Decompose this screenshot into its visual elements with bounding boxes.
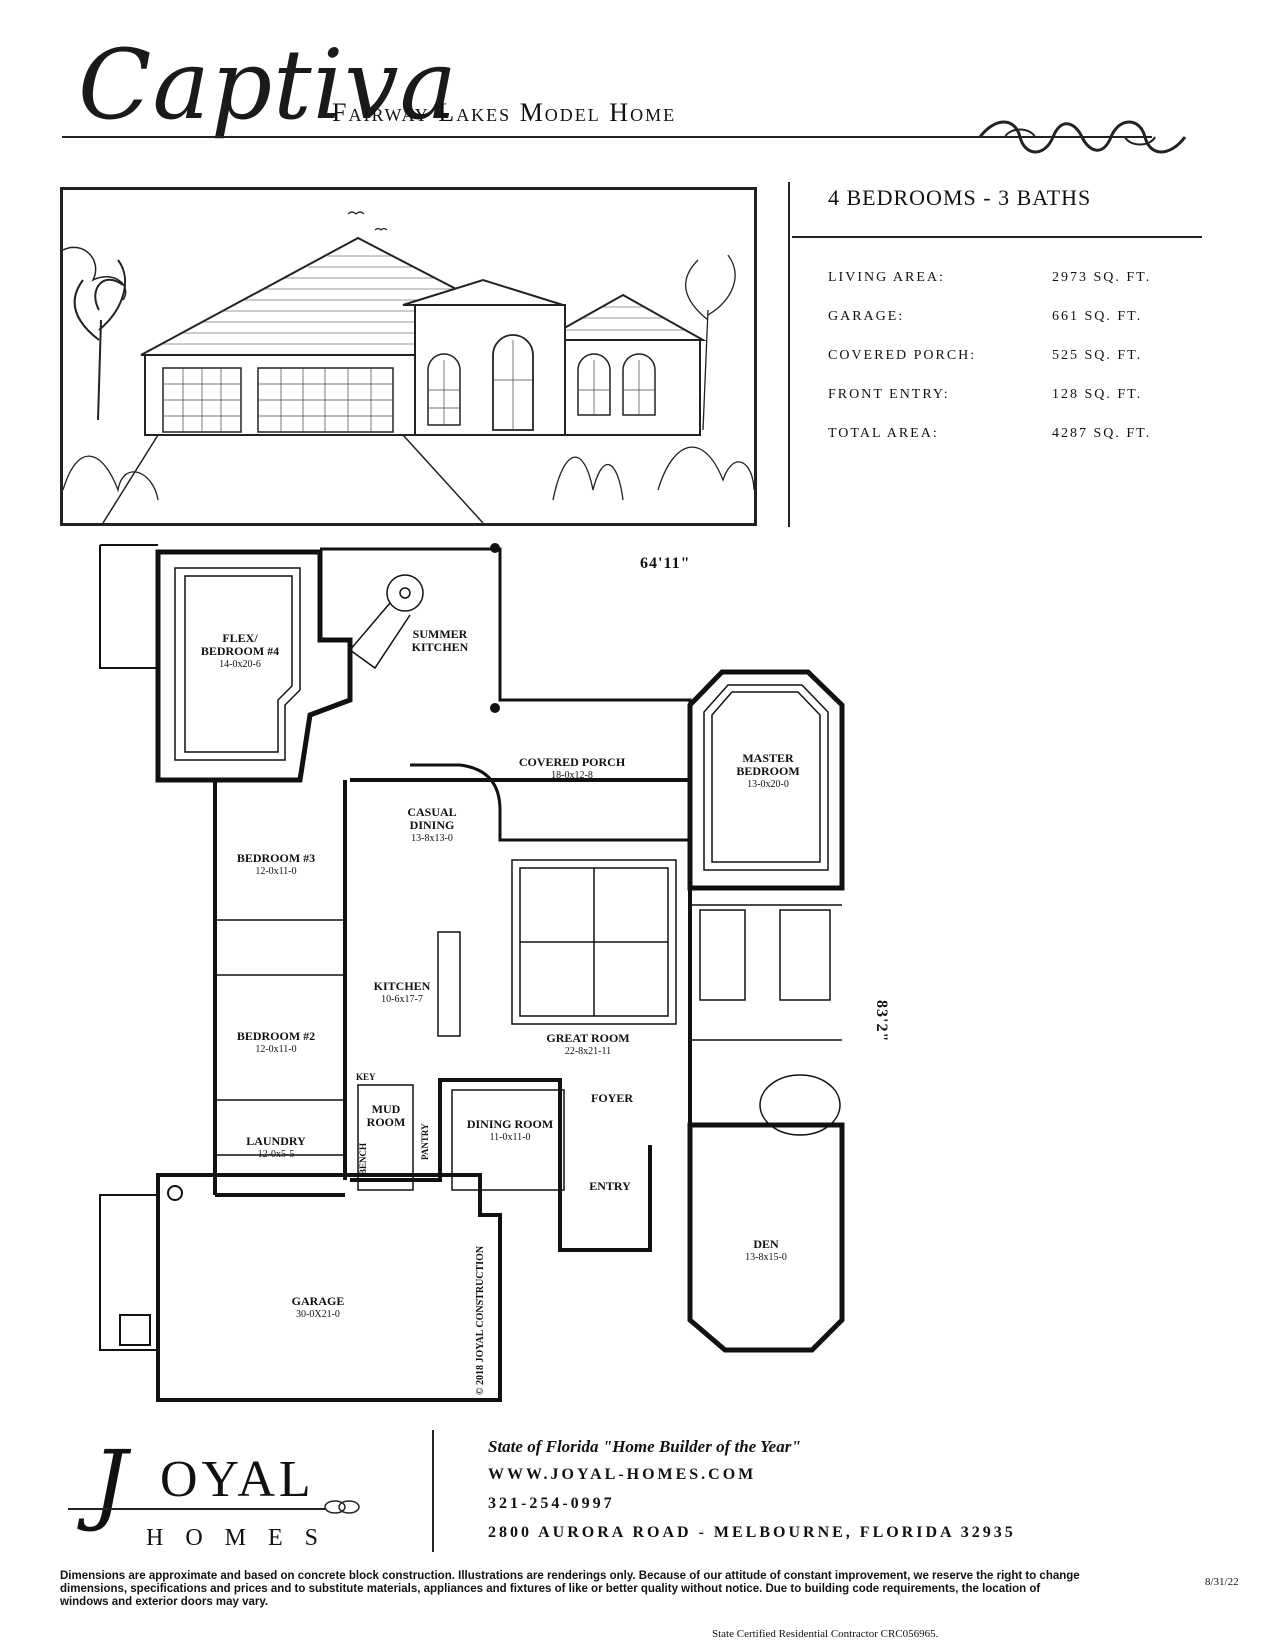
room-dining-room: DINING ROOM 11-0x11-0 xyxy=(467,1118,553,1144)
room-name: KITCHEN xyxy=(373,979,431,993)
room-mud-room: MUD ROOM xyxy=(367,1103,406,1129)
floor-plan-drawing xyxy=(99,543,845,1402)
room-name: KITCHEN xyxy=(411,640,469,654)
room-name: COVERED PORCH xyxy=(518,755,626,769)
specs-rule xyxy=(792,236,1202,238)
room-name: DINING xyxy=(409,818,455,832)
spec-value: 2973 SQ. FT. xyxy=(1052,270,1152,285)
room-dim: 12-0x5-5 xyxy=(257,1149,295,1160)
room-dim: 12-0x11-0 xyxy=(255,866,297,877)
model-subtitle: Fairway Lakes Model Home xyxy=(332,98,677,127)
room-garage: GARAGE 30-0X21-0 xyxy=(292,1295,345,1321)
room-dim: 12-0x11-0 xyxy=(255,1044,297,1055)
room-great-room: GREAT ROOM 22-8x21-11 xyxy=(546,1032,629,1058)
room-name: BEDROOM #2 xyxy=(236,1029,316,1043)
room-name: BEDROOM #3 xyxy=(236,851,316,865)
plan-depth-dimension: 83'2" xyxy=(873,1000,890,1043)
website-link[interactable]: WWW.JOYAL-HOMES.COM xyxy=(488,1466,757,1483)
room-den: DEN 13-8x15-0 xyxy=(745,1238,787,1264)
room-casual-dining: CASUAL DINING 13-8x13-0 xyxy=(407,806,456,845)
room-name: MASTER xyxy=(742,751,794,765)
room-dim: 10-6x17-7 xyxy=(381,994,423,1005)
room-dim: 22-8x21-11 xyxy=(564,1046,612,1057)
room-name: MUD xyxy=(371,1102,401,1116)
room-name: DINING ROOM xyxy=(466,1117,554,1131)
spec-value: 661 SQ. FT. xyxy=(1052,309,1143,324)
room-name: SUMMER xyxy=(412,627,468,641)
phone-number: 321-254-0997 xyxy=(488,1495,615,1512)
header-rule xyxy=(62,136,1152,138)
room-summer-kitchen: SUMMER KITCHEN xyxy=(412,628,469,654)
room-name: ENTRY xyxy=(589,1179,631,1193)
room-laundry: LAUNDRY 12-0x5-5 xyxy=(246,1135,306,1161)
room-foyer: FOYER xyxy=(591,1092,633,1105)
plan-width-dimension: 64'11" xyxy=(640,555,691,572)
copyright-notice: © 2018 JOYAL CONSTRUCTION xyxy=(475,1245,486,1395)
ornament-flourish-icon xyxy=(978,120,1187,154)
logo-rule xyxy=(68,1508,326,1510)
model-name-title: Captiva xyxy=(78,29,458,141)
spec-label: FRONT ENTRY: xyxy=(828,387,950,402)
room-name: CASUAL xyxy=(407,805,457,819)
logo-wordmark: OYAL xyxy=(160,1451,315,1508)
builder-tagline: State of Florida "Home Builder of the Ye… xyxy=(488,1437,801,1456)
license-number: State Certified Residential Contractor C… xyxy=(712,1628,939,1640)
room-flex-bedroom: FLEX/ BEDROOM #4 14-0x20-6 xyxy=(201,632,279,671)
logo-homes: HOMES xyxy=(146,1525,341,1551)
bench-label: BENCH xyxy=(358,1142,368,1175)
room-bedroom-3: BEDROOM #3 12-0x11-0 xyxy=(237,852,315,878)
spec-value: 128 SQ. FT. xyxy=(1052,387,1143,402)
logo-rings-icon xyxy=(324,1500,360,1514)
room-name: BEDROOM #4 xyxy=(200,644,280,658)
room-dim: 30-0X21-0 xyxy=(296,1309,340,1320)
disclaimer-text: Dimensions are approximate and based on … xyxy=(60,1570,1080,1608)
specs-divider xyxy=(788,182,790,527)
spec-label: GARAGE: xyxy=(828,309,905,324)
room-name: GREAT ROOM xyxy=(546,1031,630,1045)
spec-value: 4287 SQ. FT. xyxy=(1052,426,1152,441)
room-dim: 11-0x11-0 xyxy=(489,1132,531,1143)
room-name: GARAGE xyxy=(291,1294,345,1308)
room-name: ROOM xyxy=(366,1115,406,1129)
bed-bath-count: 4 BEDROOMS - 3 BATHS xyxy=(828,185,1092,210)
key-label: KEY xyxy=(356,1072,376,1082)
room-name: BEDROOM xyxy=(736,764,800,778)
mailing-address: 2800 AURORA ROAD - MELBOURNE, FLORIDA 32… xyxy=(488,1524,1016,1541)
spec-label: TOTAL AREA: xyxy=(828,426,939,441)
room-dim: 18-0x12-8 xyxy=(551,770,593,781)
room-dim: 13-8x13-0 xyxy=(411,833,453,844)
spec-label: LIVING AREA: xyxy=(828,270,945,285)
pantry-label: PANTRY xyxy=(420,1123,430,1160)
room-entry: ENTRY xyxy=(589,1180,631,1193)
room-master-bedroom: MASTER BEDROOM 13-0x20-0 xyxy=(736,752,799,791)
spec-label: COVERED PORCH: xyxy=(828,348,977,363)
room-kitchen: KITCHEN 10-6x17-7 xyxy=(374,980,431,1006)
room-bedroom-2: BEDROOM #2 12-0x11-0 xyxy=(237,1030,315,1056)
room-name: FLEX/ xyxy=(222,631,258,645)
room-name: DEN xyxy=(753,1237,779,1251)
room-covered-porch: COVERED PORCH 18-0x12-8 xyxy=(519,756,625,782)
room-dim: 13-8x15-0 xyxy=(745,1252,787,1263)
spec-value: 525 SQ. FT. xyxy=(1052,348,1143,363)
room-name: LAUNDRY xyxy=(246,1134,306,1148)
room-dim: 13-0x20-0 xyxy=(747,779,789,790)
room-name: FOYER xyxy=(591,1091,633,1105)
footer-divider xyxy=(432,1430,434,1552)
elevation-rendering xyxy=(60,187,757,526)
room-dim: 14-0x20-6 xyxy=(219,659,261,670)
logo-letter-j: J xyxy=(92,1431,128,1534)
revision-date: 8/31/22 xyxy=(1205,1576,1239,1588)
